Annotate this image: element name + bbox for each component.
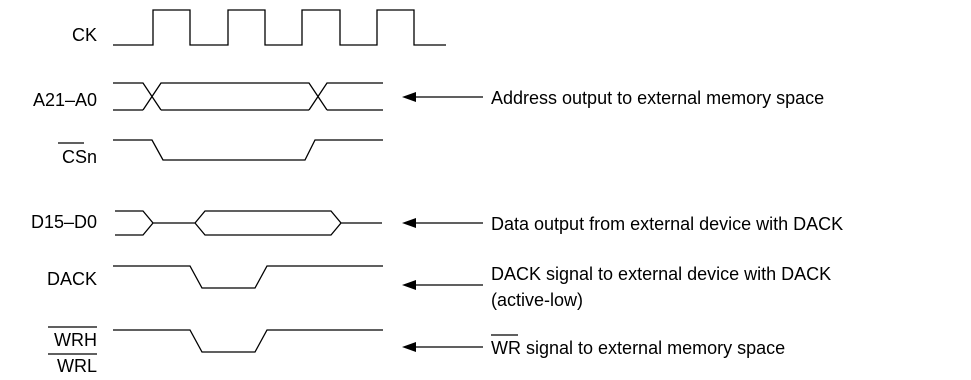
signal-label-cs-suffix: n xyxy=(87,147,97,167)
annotation-data: Data output from external device with DA… xyxy=(491,214,843,234)
annotation-wr-overlined: WR xyxy=(491,338,521,358)
waveform-ck xyxy=(113,9,446,46)
waveform-cs xyxy=(113,139,383,161)
annotation-wr: WR signal to external memory space xyxy=(491,338,785,358)
waveform-wr xyxy=(113,329,383,353)
arrow-data xyxy=(402,218,483,228)
waveform-address-upper xyxy=(113,82,383,111)
waveform-data xyxy=(115,210,382,236)
signal-label-ck: CK xyxy=(72,25,97,45)
signal-label-address: A21–A0 xyxy=(33,90,97,110)
annotation-dack-line2: (active-low) xyxy=(491,290,583,310)
arrow-address xyxy=(402,92,483,102)
annotation-address: Address output to external memory space xyxy=(491,88,824,108)
signal-label-wrh: WRH xyxy=(54,330,97,350)
arrow-dack xyxy=(402,280,483,290)
signal-label-dack: DACK xyxy=(47,269,97,289)
annotation-dack-line1: DACK signal to external device with DACK xyxy=(491,264,831,284)
arrow-wr xyxy=(402,342,483,352)
signal-label-wrl: WRL xyxy=(57,356,97,375)
signal-label-data: D15–D0 xyxy=(31,212,97,232)
annotation-wr-rest: signal to external memory space xyxy=(521,338,785,358)
waveform-dack xyxy=(113,265,383,289)
signal-label-cs-overlined: CS xyxy=(62,147,87,167)
signal-label-cs: CSn xyxy=(62,147,97,167)
